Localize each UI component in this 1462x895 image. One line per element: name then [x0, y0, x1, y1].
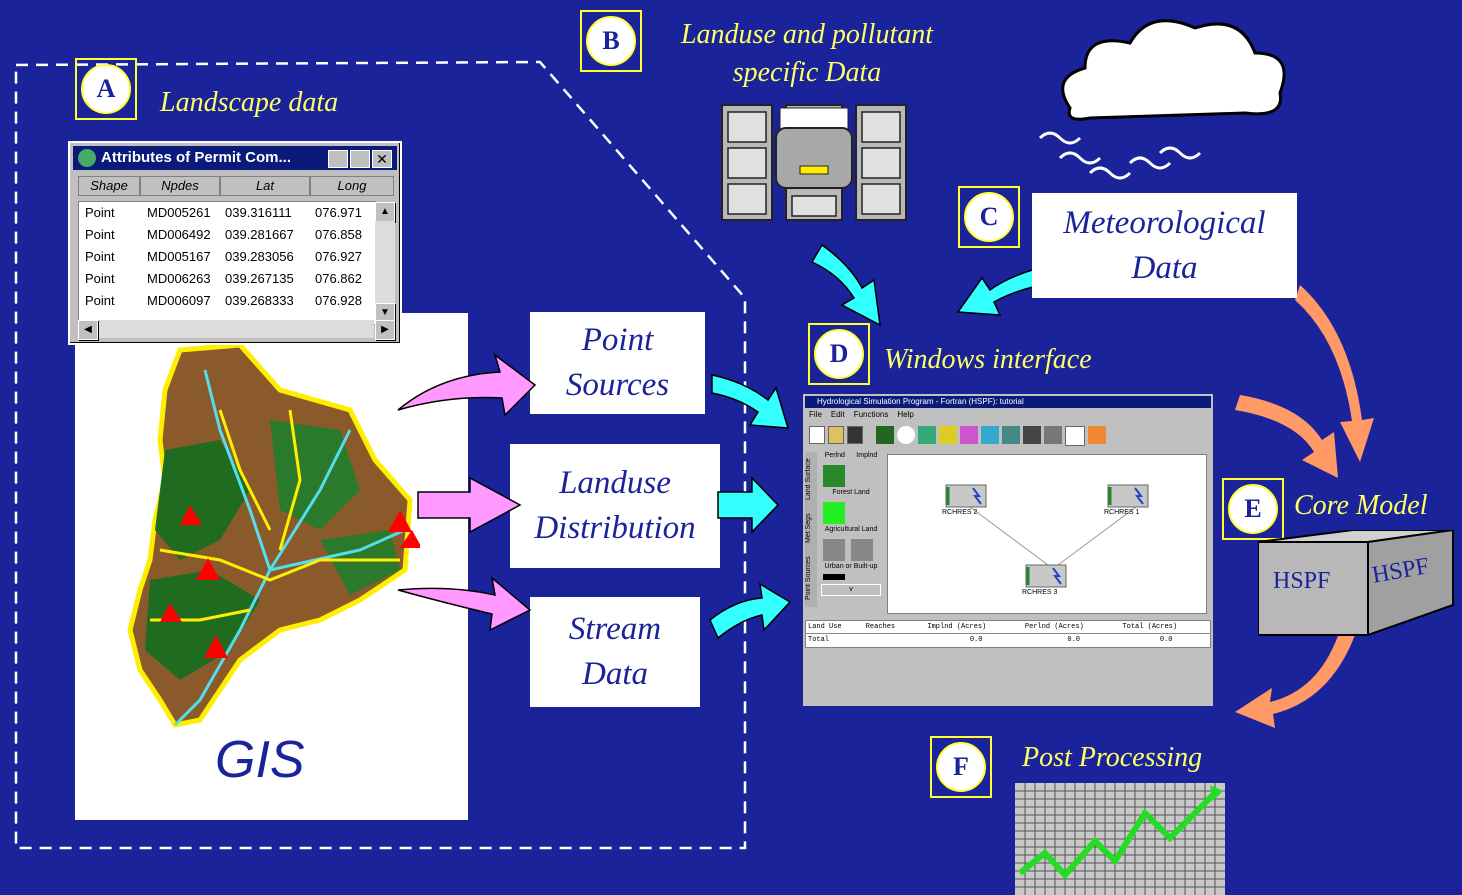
- filing-cabinets-icon: [721, 104, 907, 221]
- attributes-window-title: Attributes of Permit Com...: [73, 146, 397, 170]
- badge-a: A: [75, 58, 137, 120]
- forest-perlnd-swatch[interactable]: [823, 465, 845, 487]
- core-model-label: Core Model: [1294, 490, 1428, 521]
- badge-b: B: [580, 10, 642, 72]
- list-icon[interactable]: [1065, 426, 1085, 446]
- map-icon[interactable]: [918, 426, 936, 444]
- agricultural-perlnd-swatch[interactable]: [823, 502, 845, 524]
- badge-f: F: [930, 736, 992, 798]
- reach-canvas[interactable]: RCHRES 2 RCHRES 1 RCHRES 3: [887, 454, 1207, 614]
- post-processing-label: Post Processing: [1022, 742, 1203, 773]
- gis-label: GIS: [215, 731, 305, 789]
- badge-c: C: [958, 186, 1020, 248]
- cloud-rain-icon: [1038, 19, 1286, 180]
- palette-scroll-bar[interactable]: [823, 574, 845, 580]
- reach-tool-icon[interactable]: [876, 426, 894, 444]
- attributes-header: Shape Npdes Lat Long: [78, 176, 394, 196]
- watershed-map: [127, 342, 420, 728]
- tab-point-sources[interactable]: Point Sources: [805, 556, 812, 601]
- chart-icon[interactable]: [981, 426, 999, 444]
- tab-land-surface[interactable]: Land Surface: [805, 458, 812, 501]
- hspf-title-bar: Hydrological Simulation Program - Fortra…: [805, 396, 1211, 408]
- reach-node-3[interactable]: RCHRES 3: [1022, 589, 1058, 596]
- vertical-scrollbar[interactable]: [375, 221, 395, 305]
- column-header[interactable]: Npdes: [140, 176, 220, 196]
- reach-node-2[interactable]: RCHRES 2: [942, 509, 978, 516]
- hspf-front-label: HSPF: [1273, 568, 1331, 594]
- hspf-menu-bar: File Edit Functions Help: [809, 410, 914, 422]
- menu-help[interactable]: Help: [897, 410, 914, 419]
- new-file-icon[interactable]: [809, 426, 825, 444]
- badge-e: E: [1222, 478, 1284, 540]
- report-icon[interactable]: [1088, 426, 1106, 444]
- hspf-toolbar: [809, 426, 1106, 446]
- landuse-summary-table: Land Use Reaches Implnd (Acres) Perlnd (…: [805, 620, 1211, 648]
- post-processing-chart-icon: [1015, 783, 1225, 895]
- menu-functions[interactable]: Functions: [853, 410, 889, 419]
- windows-interface-label: Windows interface: [884, 344, 1092, 375]
- badge-d: D: [808, 323, 870, 385]
- menu-edit[interactable]: Edit: [830, 410, 845, 419]
- menu-file[interactable]: File: [809, 410, 822, 419]
- column-header[interactable]: Long: [310, 176, 394, 196]
- reach-connections: [945, 484, 1149, 588]
- urban-implnd-swatch[interactable]: [851, 539, 873, 561]
- scroll-left-button[interactable]: ◀: [78, 320, 98, 340]
- open-folder-icon[interactable]: [828, 426, 844, 444]
- table-row[interactable]: Total 0.0 0.0 0.0: [808, 636, 1173, 644]
- tree-icon[interactable]: [1044, 426, 1062, 444]
- clock-icon[interactable]: [897, 426, 915, 444]
- palette-scroll-down-icon[interactable]: v: [821, 584, 881, 596]
- globe-icon: [78, 149, 96, 167]
- column-header[interactable]: Shape: [78, 176, 140, 196]
- landscape-data-label: Landscape data: [160, 87, 339, 118]
- hspf-window: Hydrological Simulation Program - Fortra…: [803, 394, 1213, 706]
- calculator-icon[interactable]: [1023, 426, 1041, 444]
- weather-icon[interactable]: [960, 426, 978, 444]
- scroll-up-button[interactable]: ▲: [375, 202, 395, 222]
- key-icon[interactable]: [939, 426, 957, 444]
- hspf-side-tabs: Point Sources Met Segs Land Surface: [805, 452, 817, 607]
- column-header[interactable]: Lat: [220, 176, 310, 196]
- save-icon[interactable]: [847, 426, 863, 444]
- tab-met-segs[interactable]: Met Segs: [805, 513, 812, 544]
- urban-perlnd-swatch[interactable]: [823, 539, 845, 561]
- minimize-button[interactable]: [328, 150, 348, 168]
- close-button[interactable]: ✕: [372, 150, 392, 168]
- table-icon[interactable]: [1002, 426, 1020, 444]
- reach-node-1[interactable]: RCHRES 1: [1104, 509, 1140, 516]
- maximize-button[interactable]: [350, 150, 370, 168]
- attributes-window: Attributes of Permit Com... ✕ Shape Npde…: [68, 141, 402, 345]
- horizontal-scrollbar[interactable]: [78, 320, 374, 338]
- core-model-box: [1258, 530, 1454, 637]
- scroll-right-button[interactable]: ▶: [375, 320, 395, 340]
